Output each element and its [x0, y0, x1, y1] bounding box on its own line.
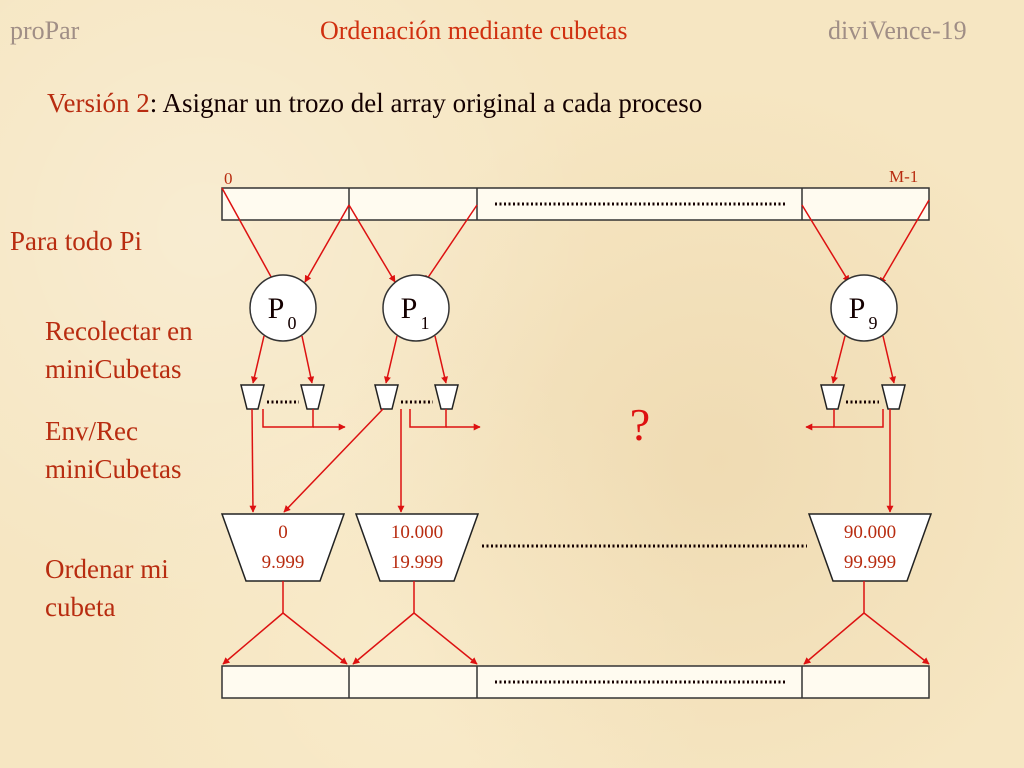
process-label: P [849, 292, 866, 325]
subtitle: Versión 2: Asignar un trozo del array or… [47, 90, 702, 117]
page-title: Ordenación mediante cubetas [320, 16, 628, 45]
bucket-range-from: 10.000 [391, 522, 443, 543]
step-collect: Recolectar en miniCubetas [45, 316, 193, 384]
bucket-range-to: 99.999 [844, 552, 896, 573]
step-for-all: Para todo Pi [10, 226, 142, 256]
header-right: diviVence-19 [828, 16, 967, 45]
process-p1: P 1 [382, 274, 450, 342]
bucket-1: 10.000 19.999 [354, 513, 480, 582]
input-array [221, 187, 930, 221]
bucket-9: 90.000 99.999 [807, 513, 933, 582]
header-left: proPar [10, 16, 80, 45]
process-label: P [401, 292, 418, 325]
distribution-arrows [221, 187, 930, 285]
bucket-0: 0 9.999 [220, 513, 346, 582]
process-subscript: 0 [288, 313, 297, 333]
collect-arrows [251, 335, 896, 384]
subtitle-rest: : Asignar un trozo del array original a … [149, 88, 703, 118]
mini-buckets [240, 384, 906, 410]
process-p9: P 9 [830, 274, 898, 342]
process-label: P [268, 292, 285, 325]
step-exchange: Env/Rec miniCubetas [45, 416, 182, 484]
bucket-range-to: 19.999 [391, 552, 443, 573]
array-start-index: 0 [224, 169, 233, 188]
output-array [221, 665, 930, 699]
process-p0: P 0 [249, 274, 317, 342]
bucket-range-from: 90.000 [844, 522, 896, 543]
process-subscript: 1 [421, 313, 430, 333]
bucket-range-to: 9.999 [262, 552, 305, 573]
bucket-range-from: 0 [278, 522, 288, 543]
array-end-index: M-1 [889, 167, 918, 186]
output-arrows [222, 612, 930, 665]
output-stems [282, 581, 865, 613]
step-sort: Ordenar mi cubeta [45, 554, 169, 622]
gather-arrows [249, 408, 894, 513]
subtitle-lead: Versión 2 [47, 88, 150, 118]
process-subscript: 9 [869, 313, 878, 333]
unknown-mark: ? [630, 399, 650, 450]
exchange-brackets [262, 409, 884, 428]
